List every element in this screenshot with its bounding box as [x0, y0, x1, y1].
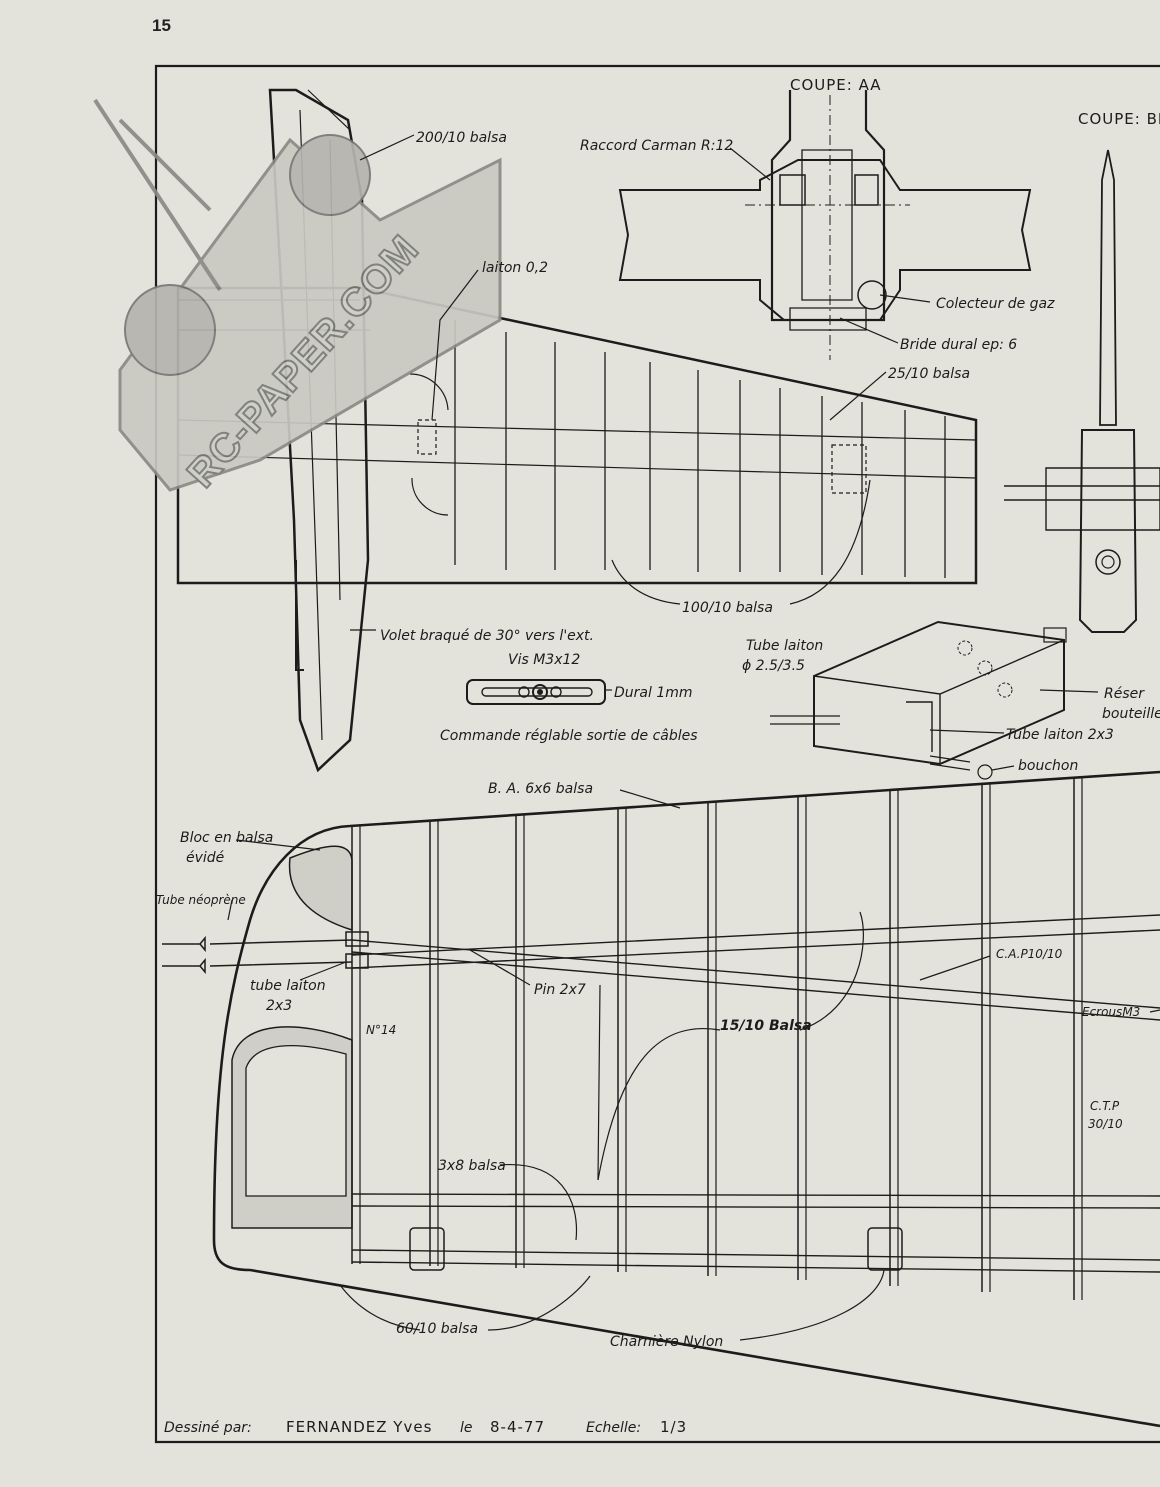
label-tube-laiton-dim: ϕ 2.5/3.5 — [742, 658, 805, 674]
label-ba: B. A. 6x6 balsa — [488, 781, 593, 797]
wing-drawing — [162, 770, 1160, 1428]
label-pin: Pin 2x7 — [534, 982, 586, 998]
label-tube-laiton-2x3: Tube laiton 2x3 — [1006, 727, 1114, 743]
label-bouteille: bouteille — [1102, 706, 1160, 722]
label-tube-laiton-left-dim: 2x3 — [266, 998, 292, 1014]
label-tube-laiton-left: tube laiton — [250, 978, 326, 994]
label-balsa-3x8: 3x8 balsa — [438, 1158, 506, 1174]
label-volet: Volet braqué de 30° vers l'ext. — [380, 628, 594, 644]
footer-date-label: le — [460, 1420, 473, 1436]
footer-author: FERNANDEZ Yves — [286, 1418, 432, 1436]
label-laiton: laiton 0,2 — [482, 260, 548, 276]
label-reservoir: Réser — [1104, 686, 1145, 702]
label-ecrous: EcrousM3 — [1082, 1005, 1140, 1019]
section-title-bb: COUPE: BE — [1078, 110, 1160, 128]
label-charniere: Charnière Nylon — [610, 1334, 723, 1350]
label-balsa-25: 25/10 balsa — [888, 366, 970, 382]
label-vis: Vis M3x12 — [508, 652, 580, 668]
label-bloc: Bloc en balsa — [180, 830, 273, 846]
section-aa-drawing — [618, 90, 1032, 360]
footer-scale-label: Echelle: — [586, 1420, 641, 1436]
footer-date: 8-4-77 — [490, 1418, 545, 1436]
leader-lines — [227, 134, 1160, 1341]
label-tube-laiton-top: Tube laiton — [746, 638, 823, 654]
label-n14: N°14 — [366, 1023, 396, 1037]
fuel-tank-drawing — [770, 620, 1067, 780]
label-commande: Commande réglable sortie de câbles — [440, 728, 698, 744]
drawing-frame — [154, 64, 1160, 1444]
label-dural: Dural 1mm — [614, 685, 693, 701]
label-evide: évidé — [186, 850, 225, 866]
label-balsa-100: 100/10 balsa — [682, 600, 773, 616]
footer-scale: 1/3 — [660, 1418, 687, 1436]
label-balsa-15: 15/10 Balsa — [720, 1018, 812, 1034]
label-cap: C.A.P10/10 — [996, 947, 1063, 961]
label-ctp: C.T.P — [1090, 1099, 1120, 1113]
label-collecteur: Colecteur de gaz — [936, 296, 1055, 312]
label-tube-neoprene: Tube néoprène — [156, 893, 246, 907]
label-bride: Bride dural ep: 6 — [900, 337, 1017, 353]
section-bb-drawing — [1004, 149, 1160, 633]
footer-caption: Dessiné par: FERNANDEZ Yves le 8-4-77 Ec… — [164, 1418, 687, 1436]
label-balsa-60: 60/10 balsa — [396, 1321, 478, 1337]
label-ctp-dim: 30/10 — [1088, 1117, 1123, 1131]
footer-drawn-by-label: Dessiné par: — [164, 1420, 252, 1436]
adjustable-control-drawing — [466, 679, 606, 705]
label-balsa-200: 200/10 balsa — [416, 130, 507, 146]
label-bouchon: bouchon — [1018, 758, 1078, 774]
page-number: 15 — [152, 16, 171, 35]
section-title-aa: COUPE: AA — [790, 76, 882, 94]
label-raccord: Raccord Carman R:12 — [580, 138, 733, 154]
